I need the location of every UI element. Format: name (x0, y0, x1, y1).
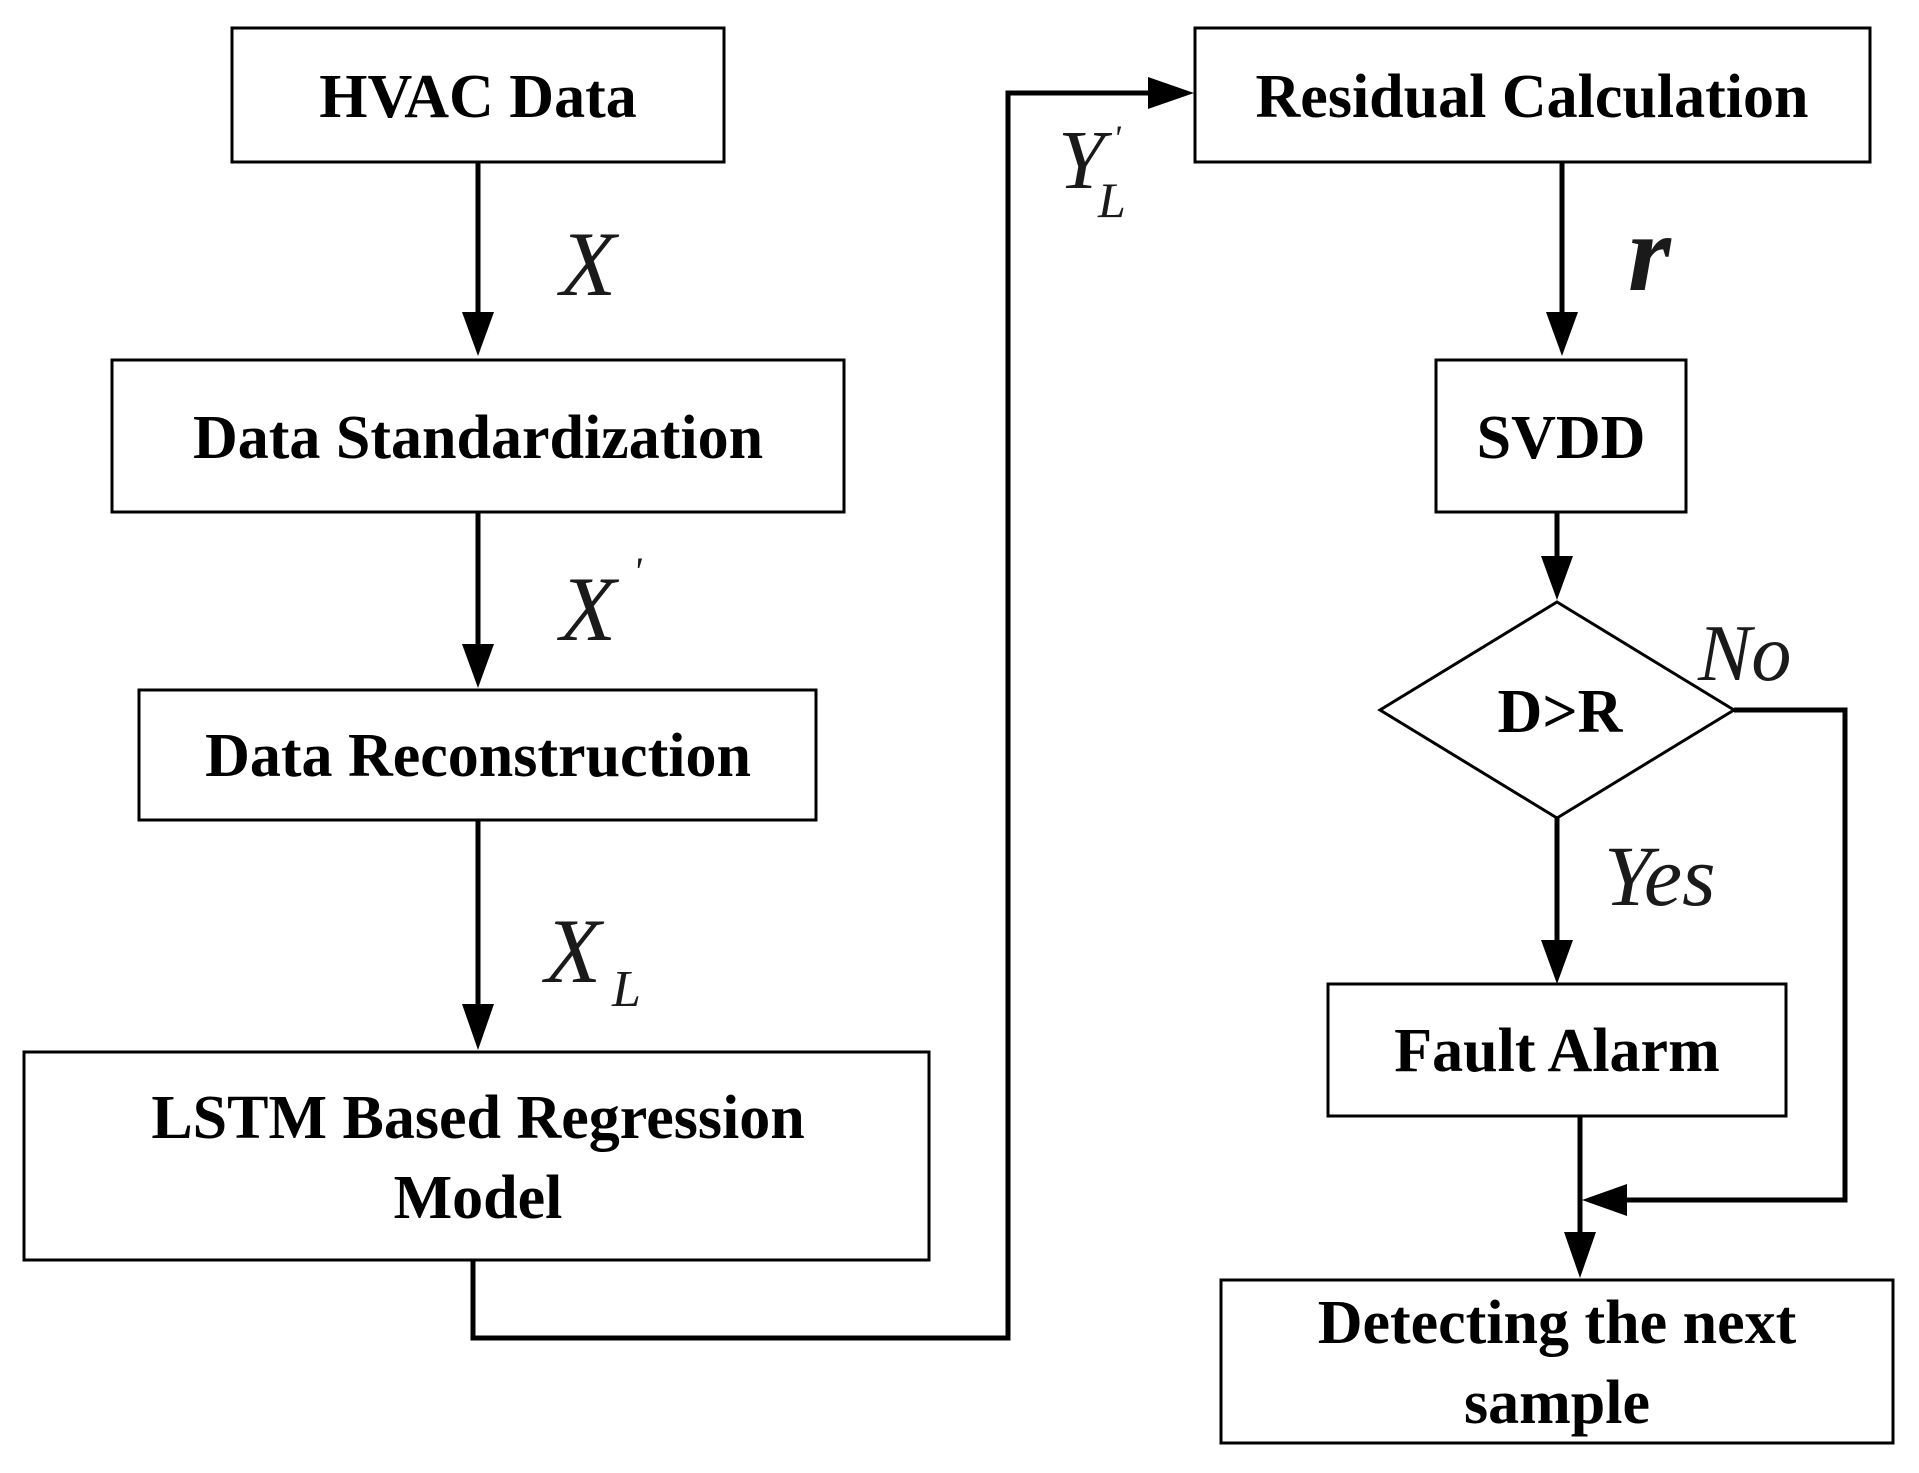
decision-node: D>R (1377, 600, 1737, 820)
edge-residual-to-svdd (1546, 162, 1578, 356)
edge-label-yl-mark: ' (1113, 118, 1122, 158)
edge-label-xl: X L (541, 900, 641, 1018)
edge-decision-yes (1541, 818, 1573, 984)
lstm-model-label-line2: Model (394, 1164, 563, 1232)
edge-label-yl-base: Y (1058, 114, 1113, 207)
lstm-model-node: LSTM Based Regression Model (22, 1050, 931, 1262)
hvac-data-label: HVAC Data (319, 63, 636, 131)
edge-label-x: X (556, 213, 620, 315)
data-reconstruction-label: Data Reconstruction (205, 722, 751, 790)
edge-label-x-prime-base: X (556, 558, 620, 660)
residual-calculation-label: Residual Calculation (1256, 63, 1809, 131)
decision-label: D>R (1498, 678, 1624, 746)
hvac-data-node: HVAC Data (230, 26, 726, 164)
data-standardization-node: Data Standardization (110, 358, 846, 514)
detect-next-node: Detecting the next sample (1219, 1278, 1895, 1445)
svdd-box (1434, 358, 1688, 514)
edge-label-yl-sub: L (1097, 172, 1126, 228)
arrowhead (462, 1004, 494, 1050)
edge-label-r: r (1628, 192, 1672, 314)
fault-alarm-node: Fault Alarm (1326, 982, 1788, 1118)
detect-next-box (1219, 1278, 1895, 1445)
detect-next-label-line1: Detecting the next (1318, 1289, 1797, 1357)
edge-standardization-to-reconstruction (462, 512, 494, 688)
arrowhead (1564, 1232, 1596, 1278)
fault-alarm-box (1326, 982, 1788, 1118)
edge-label-no: No (1697, 610, 1791, 698)
edge-label-x-prime: X ' (556, 549, 643, 660)
residual-calculation-box (1193, 26, 1872, 164)
edge-fault-alarm-to-next (1564, 1116, 1596, 1278)
edge-reconstruction-to-lstm (462, 820, 494, 1050)
edge-label-x-prime-mark: ' (633, 549, 643, 594)
edge-line (470, 90, 1150, 1341)
edge-line (1625, 707, 1848, 1203)
arrowhead (462, 312, 494, 356)
arrowhead (1582, 1184, 1627, 1216)
residual-calculation-node: Residual Calculation (1193, 26, 1872, 164)
edge-lstm-to-residual (470, 77, 1194, 1341)
lstm-model-label-line1: LSTM Based Regression (151, 1084, 804, 1152)
arrowhead (1148, 77, 1194, 109)
data-standardization-box (110, 358, 846, 514)
edge-decision-no (1582, 707, 1848, 1216)
data-reconstruction-box (137, 688, 818, 822)
data-reconstruction-node: Data Reconstruction (137, 688, 818, 822)
lstm-model-box (22, 1050, 931, 1262)
arrowhead (462, 644, 494, 688)
detect-next-label-line2: sample (1464, 1369, 1650, 1437)
arrowhead (1546, 312, 1578, 356)
arrowhead (1541, 556, 1573, 600)
data-standardization-label: Data Standardization (193, 404, 763, 472)
edge-hvac-to-standardization (462, 162, 494, 356)
edge-label-xl-base: X (541, 900, 605, 1002)
svdd-node: SVDD (1434, 358, 1688, 514)
svdd-label: SVDD (1477, 404, 1646, 472)
edge-label-xl-sub: L (611, 961, 641, 1018)
edge-label-yes: Yes (1604, 828, 1716, 924)
edge-label-yl: Y ' L (1058, 114, 1126, 228)
fault-alarm-label: Fault Alarm (1394, 1017, 1719, 1085)
arrowhead (1541, 940, 1573, 984)
edge-svdd-to-decision (1541, 512, 1573, 600)
hvac-data-box (230, 26, 726, 164)
